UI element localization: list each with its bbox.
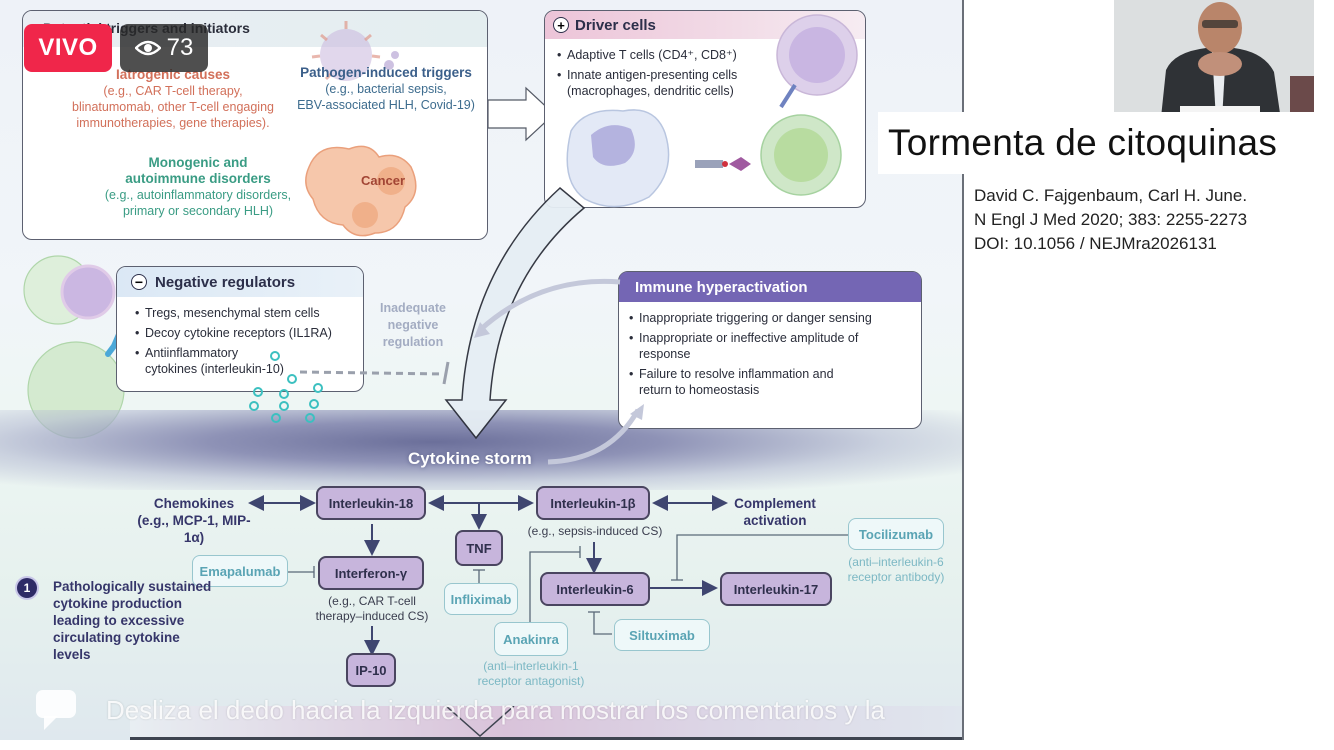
driver-cells-list: Adaptive T cells (CD4⁺, CD8⁺) Innate ant… — [557, 47, 767, 103]
swipe-hint[interactable]: Desliza el dedo hacia la izquierda para … — [34, 686, 964, 734]
pathogen-line: EBV-associated HLH, Covid-19) — [297, 98, 475, 112]
negative-regulator-item: Tregs, mesenchymal stem cells — [135, 305, 363, 321]
driver-cells-box: + Driver cells Adaptive T cells (CD4⁺, C… — [544, 10, 866, 208]
inadequate-line: regulation — [382, 335, 444, 349]
driver-cells-illustration — [566, 14, 858, 208]
viewer-count: 73 — [166, 34, 194, 61]
next-panel-strip — [130, 706, 962, 740]
node-interleukin-18: Interleukin-18 — [316, 486, 426, 520]
title-strip — [878, 112, 1334, 174]
nejm-figure: Potential triggers and initiators Iatrog… — [0, 0, 964, 740]
complement-line: activation — [743, 513, 807, 528]
inadequate-line: negative — [387, 318, 439, 332]
inadequate-regulation-label: Inadequate negative regulation — [370, 300, 456, 351]
anakinra-note-line: receptor antagonist) — [477, 674, 585, 688]
immune-hyperactivation-box: Immune hyperactivation Inappropriate tri… — [618, 271, 922, 429]
iatrogenic-line: blinatumomab, other T-cell engaging — [72, 100, 274, 114]
trigger-to-driver-arrow — [488, 86, 555, 142]
monogenic-line: (e.g., autoinflammatory disorders, — [104, 188, 292, 202]
speech-bubble-icon[interactable] — [34, 688, 78, 732]
drug-siltuximab: Siltuximab — [614, 619, 710, 651]
drug-emapalumab: Emapalumab — [192, 555, 288, 587]
anakinra-note-line: (anti–interleukin-1 — [483, 659, 579, 673]
hyperactivation-feedback-arrow — [478, 278, 621, 332]
immune-hyperactivation-list: Inappropriate triggering or danger sensi… — [629, 310, 915, 402]
drug-anakinra: Anakinra — [494, 622, 568, 656]
plus-circle-icon: + — [553, 17, 569, 33]
swipe-hint-text: Desliza el dedo hacia la izquierda para … — [106, 694, 885, 725]
driver-cell-item: Innate antigen-presenting cells (macroph… — [557, 67, 767, 99]
monogenic-disorders: Monogenic and autoimmune disorders (e.g.… — [83, 155, 313, 219]
immune-hyperactivation-title: Immune hyperactivation — [635, 278, 808, 296]
down-arrow-next-panel — [445, 706, 515, 738]
cancer-cells-illustration — [305, 145, 417, 237]
complement-activation-label: Complement activation — [726, 495, 824, 529]
ifng-note-line: (e.g., CAR T-cell — [328, 594, 416, 608]
monogenic-line: primary or secondary HLH) — [122, 204, 274, 218]
slide-title: Tormenta de citoquinas — [888, 122, 1278, 163]
eye-icon — [134, 40, 161, 56]
iatrogenic-line: immunotherapies, gene therapies). — [76, 116, 270, 130]
hyperactivation-item: Failure to resolve inflammation and retu… — [629, 366, 849, 398]
hyperactivation-item: Inappropriate triggering or danger sensi… — [629, 310, 915, 326]
monogenic-title: autoimmune disorders — [125, 171, 271, 186]
cytokine-storm-label: Cytokine storm — [408, 449, 532, 468]
driver-cell-item: Adaptive T cells (CD4⁺, CD8⁺) — [557, 47, 767, 63]
presenter-video-frame — [1114, 0, 1314, 127]
cancer-label: Cancer — [360, 173, 406, 188]
node-interleukin-6: Interleukin-6 — [540, 572, 650, 606]
pathogen-line: (e.g., bacterial sepsis, — [325, 82, 447, 96]
virus-illustration — [311, 21, 399, 81]
complement-line: Complement — [734, 496, 816, 511]
reference-citation: David C. Fajgenbaum, Carl H. June. N Eng… — [974, 184, 1247, 256]
node-ip-10: IP-10 — [346, 653, 396, 687]
pathogen-title: Pathogen-induced triggers — [300, 65, 472, 80]
ifng-note-line: therapy–induced CS) — [315, 609, 429, 623]
iatrogenic-causes: Iatrogenic causes (e.g., CAR T-cell ther… — [63, 67, 283, 131]
negative-regulator-item: Antiinflammatory cytokines (interleukin-… — [135, 345, 285, 377]
step-description: Pathologically sustained cytokine produc… — [53, 579, 212, 662]
live-badge: VIVO — [24, 24, 112, 72]
ifng-note: (e.g., CAR T-cell therapy–induced CS) — [302, 594, 442, 624]
il10-cytokine-dots — [249, 351, 323, 423]
anakinra-note: (anti–interleukin-1 receptor antagonist) — [464, 659, 598, 689]
inadequate-line: Inadequate — [380, 301, 446, 315]
tocilizumab-note-line: (anti–interleukin-6 — [848, 555, 944, 569]
viewer-count-badge[interactable]: 73 — [120, 24, 208, 72]
reference-journal: N Engl J Med 2020; 383: 2255-2273 — [974, 210, 1248, 229]
step-number-badge: 1 — [17, 578, 37, 598]
negative-regulators-list: Tregs, mesenchymal stem cells Decoy cyto… — [135, 305, 363, 381]
presenter-webcam — [1114, 0, 1314, 127]
iatrogenic-line: (e.g., CAR T-cell therapy, — [103, 84, 243, 98]
immune-hyperactivation-header: Immune hyperactivation — [619, 272, 921, 302]
monogenic-title: Monogenic and — [148, 155, 248, 170]
node-interleukin-1b: Interleukin-1β — [536, 486, 650, 520]
node-interleukin-17: Interleukin-17 — [720, 572, 832, 606]
negative-regulator-item: Decoy cytokine receptors (IL1RA) — [135, 325, 363, 341]
tocilizumab-note-line: receptor antibody) — [847, 570, 945, 584]
negative-regulators-title: Negative regulators — [155, 273, 296, 291]
figure-bottom-border — [130, 737, 962, 740]
chemokines-title: Chemokines — [153, 496, 235, 511]
reference-authors: David C. Fajgenbaum, Carl H. June. — [974, 186, 1248, 205]
reference-doi: DOI: 10.1056 / NEJMra2026131 — [974, 234, 1217, 253]
chemokines-examples: (e.g., MCP-1, MIP-1α) — [137, 513, 251, 545]
drug-infliximab: Infliximab — [444, 583, 518, 615]
node-tnf: TNF — [455, 530, 503, 566]
il1b-note: (e.g., sepsis-induced CS) — [527, 524, 663, 538]
drug-tocilizumab: Tocilizumab — [848, 518, 944, 550]
negative-regulators-header: − Negative regulators — [117, 267, 363, 297]
pathogen-triggers: Pathogen-induced triggers (e.g., bacteri… — [281, 65, 491, 113]
node-interferon-gamma: Interferon-γ — [318, 556, 424, 590]
driver-cells-title: Driver cells — [575, 16, 656, 34]
minus-circle-icon: − — [131, 274, 147, 290]
tocilizumab-note: (anti–interleukin-6 receptor antibody) — [834, 555, 958, 585]
chemokines-label: Chemokines (e.g., MCP-1, MIP-1α) — [132, 495, 256, 546]
hyperactivation-item: Inappropriate or ineffective amplitude o… — [629, 330, 869, 362]
